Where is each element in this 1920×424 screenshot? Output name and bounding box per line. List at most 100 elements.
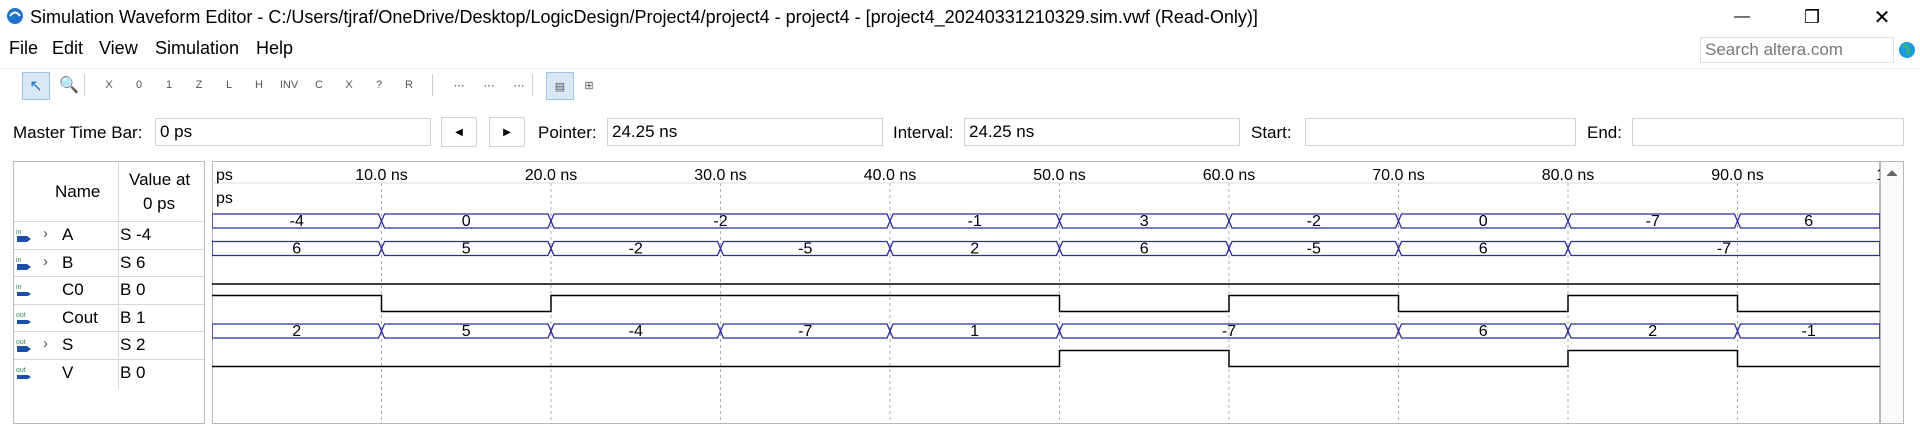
invert-icon: INV [279,79,299,91]
bus-value-label: -5 [798,241,812,258]
close-button[interactable]: ✕ [1852,0,1912,34]
clock-button[interactable]: R [396,72,422,98]
menu-simulation[interactable]: Simulation [155,38,240,58]
bus-value-label: 6 [292,241,301,258]
bus-segment [1228,240,1400,257]
name-column-header: Name [55,182,101,201]
fit-button[interactable]: ⊞ [576,72,602,98]
bus-value-label: -1 [968,213,982,230]
force-low-icon: 0 [135,79,143,91]
weak-high-button[interactable]: H [246,72,272,98]
time-tick-label: 30.0 ns [694,167,746,184]
pin-direction-label: out [16,367,26,374]
output-pin-icon: out [16,367,31,379]
prev-transition-button[interactable]: ◀ [441,117,477,147]
menu-view[interactable]: View [99,38,138,58]
high-impedance-button[interactable]: Z [186,72,212,98]
count-value-button[interactable]: C [306,72,332,98]
bus-segment [1736,213,1880,229]
end-field[interactable] [1632,118,1904,146]
bus-value-label: -4 [629,323,643,340]
bus-segment [889,213,1061,229]
title-bar: Simulation Waveform Editor - C:/Users/tj… [0,0,1920,34]
grid-button[interactable]: ⋯ [476,72,502,98]
snap-grid-icon: ⋯ [453,79,465,92]
snap-grid-button[interactable]: ⋯ [446,72,472,98]
force-low-button[interactable]: 0 [126,72,152,98]
bit-waveform [212,349,1880,368]
bus-value-label: -2 [629,241,643,258]
time-axis-unit: ps [216,167,233,184]
toolbar-separator [432,74,433,96]
random-value-button[interactable]: ? [366,72,392,98]
search-input[interactable]: Search altera.com [1700,37,1894,63]
force-high-button[interactable]: 1 [156,72,182,98]
start-field[interactable] [1305,118,1576,146]
vertical-scrollbar[interactable] [1880,161,1904,424]
app-icon [7,8,23,24]
time-tick-label: 10.0 ns [355,167,407,184]
bus-segment [889,240,1061,257]
pointer-field: 24.25 ns [607,118,883,146]
weak-low-button[interactable]: L [216,72,242,98]
start-label: Start: [1251,123,1292,142]
zoom-button[interactable]: 🔍 [56,72,82,98]
pin-direction-label: in [16,257,22,264]
invert-button[interactable]: INV [276,72,302,98]
bus-value-label: -4 [290,213,304,230]
menu-file[interactable]: File [9,38,39,58]
expand-chevron-icon[interactable]: › [43,252,48,270]
interval-label: Interval: [893,123,954,142]
end-label: End: [1587,123,1622,142]
pin-direction-label: out [16,339,26,346]
expand-chevron-icon[interactable]: › [43,225,48,242]
grid-icon: ⋯ [483,79,495,92]
master-time-field[interactable]: 0 ps [155,118,431,146]
group-button[interactable]: ⋯ [506,72,532,98]
pin-direction-label: in [16,229,22,236]
next-transition-button[interactable]: ▶ [489,117,525,147]
bus-segment [550,323,722,339]
bus-segment [1058,213,1230,229]
bus-value-label: 0 [1479,213,1488,230]
clock-icon: R [405,79,413,91]
signal-value: S -4 [120,225,152,244]
menu-edit[interactable]: Edit [52,38,84,58]
unknown-value-button[interactable]: X [96,72,122,98]
timebar-icon: ▤ [554,80,566,93]
signal-row-a[interactable]: in › A S -4 [14,221,204,248]
timebar-button[interactable]: ▤ [546,72,574,100]
bus-value-label: 2 [1648,323,1657,340]
chevron-left-icon: ◀ [455,126,463,138]
maximize-button[interactable]: ❐ [1782,0,1842,34]
bus-value-label: 6 [1479,241,1488,258]
bus-segment [380,213,552,229]
signal-name: Cout [62,307,98,327]
signal-name: A [62,225,74,244]
pointer-icon: ↖ [29,78,43,95]
minimize-button[interactable]: — [1712,0,1772,34]
bus-value-label: 6 [1140,241,1149,258]
time-tick-label: 100.0 ns [1876,167,1880,184]
signal-name: C0 [62,280,84,299]
count-value-icon: C [315,79,323,91]
bus-segment [1567,213,1739,229]
scroll-up-icon[interactable] [1881,162,1903,184]
bus-value-label: -2 [1307,213,1321,230]
time-tick-label: 20.0 ns [525,167,577,184]
expand-chevron-icon[interactable]: › [43,335,48,352]
toolbar-separator [84,74,85,96]
globe-icon[interactable] [1898,41,1916,59]
bus-value-label: -7 [1222,323,1236,340]
arbitrary-value-button[interactable]: X [336,72,362,98]
menu-help[interactable]: Help [256,38,294,58]
time-tick-label: 90.0 ns [1711,167,1763,184]
master-time-label: Master Time Bar: [13,123,143,142]
pointer-button[interactable]: ↖ [22,72,50,100]
